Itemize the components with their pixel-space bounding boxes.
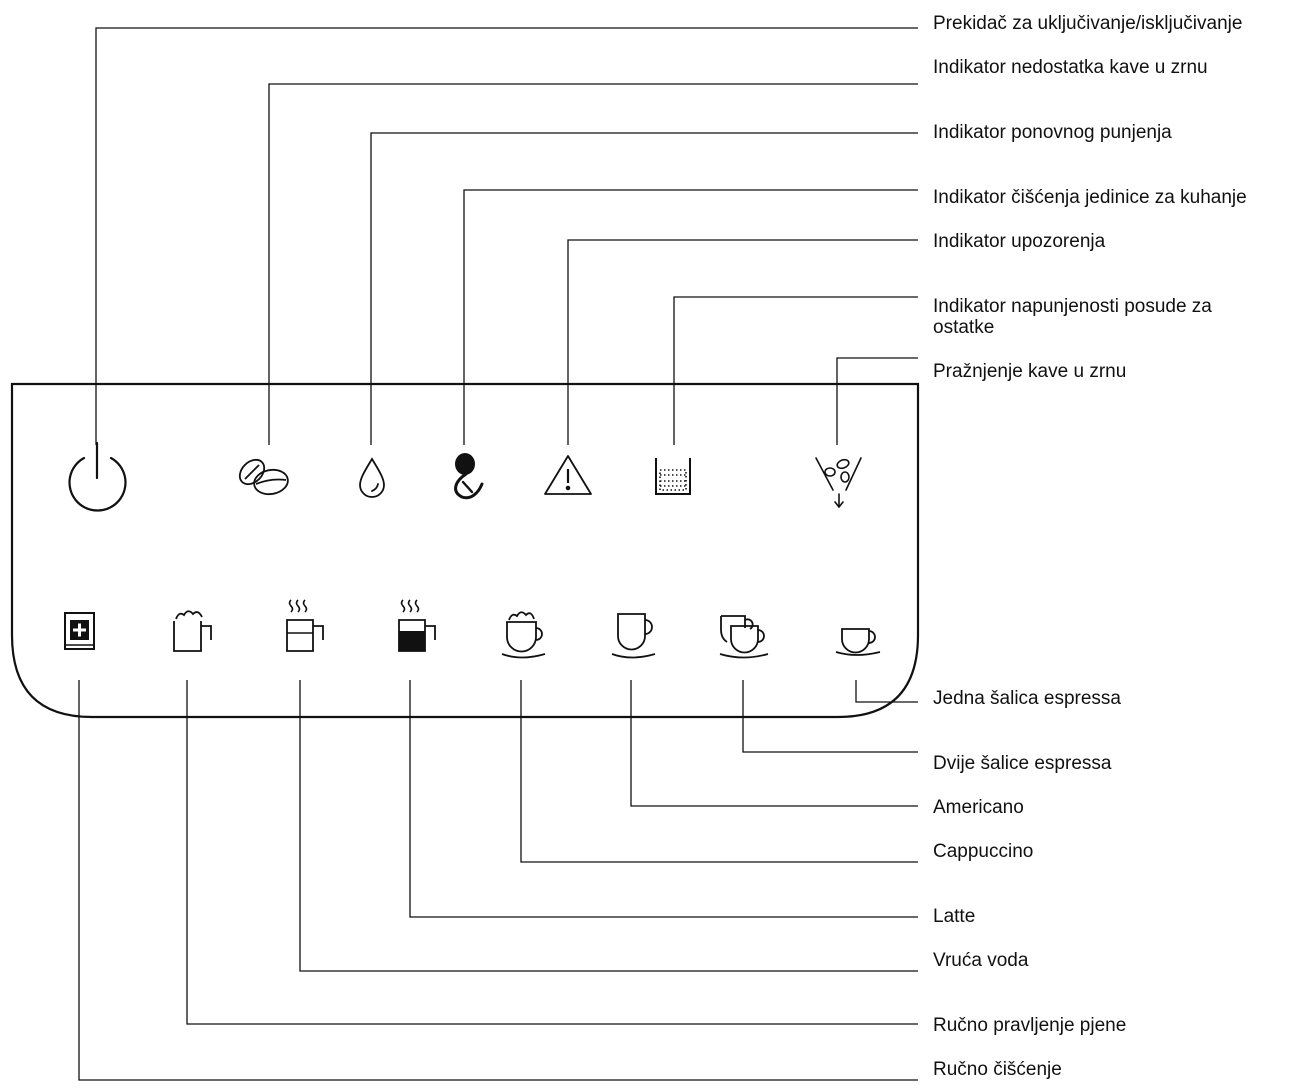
brew-unit-clean-icon [454,453,484,500]
label-power-switch: Prekidač za uključivanje/isključivanje [933,13,1243,34]
label-warning-indicator: Indikator upozorenja [933,231,1106,252]
leader-americano [630,680,918,807]
leader-double-espresso [742,680,918,753]
leader-cappuccino [520,680,918,863]
warning-icon [544,455,592,495]
label-manual-froth: Ručno pravljenje pjene [933,1015,1127,1036]
leader-waste-bin [673,296,918,445]
label-single-espresso: Jedna šalica espressa [933,688,1121,709]
single-espresso-icon[interactable] [835,628,881,656]
label-double-espresso: Dvije šalice espressa [933,753,1112,774]
label-refill-indicator: Indikator ponovnog punjenja [933,122,1172,143]
leader-hot-water [299,680,918,972]
label-no-beans-indicator: Indikator nedostatka kave u zrnu [933,57,1208,78]
coffee-beans-icon [238,458,289,496]
label-waste-bin-indicator: Indikator napunjenosti posude za ostatke [933,296,1212,338]
leader-empty-beans [836,357,918,445]
manual-clean-icon[interactable] [64,612,95,650]
label-latte: Latte [933,906,976,927]
cappuccino-icon[interactable] [501,611,546,659]
label-cappuccino: Cappuccino [933,841,1034,862]
label-brew-unit-clean-indicator: Indikator čišćenja jedinice za kuhanje [933,187,1247,208]
double-espresso-icon[interactable] [719,615,769,659]
leader-latte [409,680,918,918]
label-hot-water: Vruća voda [933,950,1029,971]
leader-no-beans [268,83,918,445]
empty-beans-icon [815,457,862,509]
leader-manual-clean [78,680,918,1081]
manual-froth-icon[interactable] [173,610,212,652]
leader-power [95,27,918,445]
waste-bin-icon [655,458,691,495]
leader-single-espresso [855,680,918,703]
label-americano: Americano [933,797,1024,818]
latte-icon[interactable] [398,599,436,652]
hot-water-icon[interactable] [286,599,324,652]
label-empty-beans: Pražnjenje kave u zrnu [933,361,1127,382]
label-manual-clean: Ručno čišćenje [933,1059,1062,1080]
leader-refill [370,132,918,445]
water-drop-icon [359,457,385,498]
power-icon[interactable] [68,441,127,512]
control-panel-outline [10,382,920,719]
americano-icon[interactable] [611,613,656,659]
leader-warning [567,239,918,445]
leader-manual-froth [186,680,918,1025]
leader-brew-clean [463,189,918,445]
